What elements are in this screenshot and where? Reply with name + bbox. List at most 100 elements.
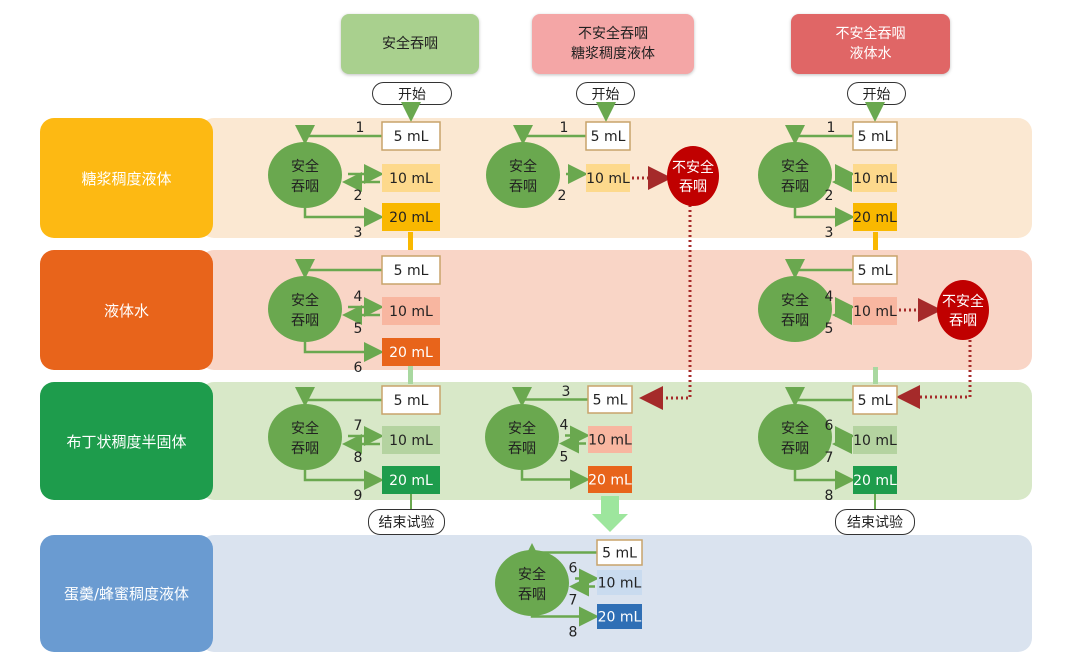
next-arrow xyxy=(530,606,599,627)
safe-circle-text: 吞咽 xyxy=(508,441,536,457)
safe-swallow-circle xyxy=(758,276,832,342)
end-pill: 结束试验 xyxy=(835,509,915,535)
safe-circle-text: 吞咽 xyxy=(781,179,809,195)
safe-circle-text: 吞咽 xyxy=(781,441,809,457)
volume-label: 20 mL xyxy=(853,210,897,226)
volume-box xyxy=(853,297,897,325)
unsafe-circle-text: 吞咽 xyxy=(949,313,977,329)
volume-box xyxy=(597,604,642,629)
safe-circle-text: 安全 xyxy=(781,158,809,175)
row-label: 糖浆稠度液体 xyxy=(40,118,213,238)
step-number: 1 xyxy=(560,120,569,136)
volume-box xyxy=(852,385,898,415)
volume-box xyxy=(587,385,633,414)
step-number: 2 xyxy=(558,188,567,204)
next-arrow xyxy=(303,342,384,362)
volume-label: 5 mL xyxy=(591,129,626,145)
volume-label: 10 mL xyxy=(598,576,642,592)
step-number: 3 xyxy=(354,225,363,241)
volume-box xyxy=(381,385,441,415)
volume-box xyxy=(853,164,897,192)
volume-box xyxy=(381,121,441,151)
safe-circle-text: 安全 xyxy=(291,292,319,309)
end-pill: 结束试验 xyxy=(368,509,445,535)
volume-label: 10 mL xyxy=(853,171,897,187)
volume-label: 20 mL xyxy=(853,473,897,489)
volume-box xyxy=(853,466,897,494)
safe-swallow-circle xyxy=(268,276,342,342)
return-arrow xyxy=(785,259,853,279)
volume-label: 10 mL xyxy=(853,433,897,449)
step-number: 6 xyxy=(354,360,363,376)
safe-circle-text: 吞咽 xyxy=(509,179,537,195)
step-number: 8 xyxy=(569,625,578,641)
safe-swallow-circle xyxy=(268,404,342,470)
row-label: 液体水 xyxy=(40,250,213,370)
header-text: 液体水 xyxy=(849,46,892,62)
safe-circle-text: 吞咽 xyxy=(291,313,319,329)
volume-label: 10 mL xyxy=(853,304,897,320)
volume-box xyxy=(853,426,897,454)
unsafe-circle-text: 不安全 xyxy=(672,159,714,176)
return-arrow xyxy=(513,125,586,145)
step-number: 2 xyxy=(825,188,834,204)
return-arrow xyxy=(785,387,853,407)
row-label: 布丁状稠度半固体 xyxy=(40,382,213,500)
volume-label: 5 mL xyxy=(394,393,429,409)
safe-circle-text: 安全 xyxy=(291,420,319,437)
unsafe-swallow-circle xyxy=(667,146,719,206)
step-number: 5 xyxy=(354,321,363,337)
volume-box xyxy=(853,203,897,231)
return-arrow xyxy=(295,387,382,407)
safe-swallow-circle xyxy=(486,142,560,208)
volume-box xyxy=(382,203,440,231)
safe-circle-text: 安全 xyxy=(509,158,537,175)
safe-circle-text: 安全 xyxy=(291,158,319,175)
step-number: 7 xyxy=(825,450,834,466)
safe-swallow-circle xyxy=(485,404,559,470)
header-text: 安全吞咽 xyxy=(382,36,438,52)
connector xyxy=(873,232,878,250)
volume-label: 10 mL xyxy=(588,433,632,449)
step-number: 7 xyxy=(569,593,578,609)
volume-box xyxy=(586,164,630,192)
unsafe-dotted-path xyxy=(896,335,972,409)
safe-swallow-circle xyxy=(758,404,832,470)
unsafe-circle-text: 吞咽 xyxy=(679,179,707,195)
volume-label: 10 mL xyxy=(389,304,433,320)
step-number: 7 xyxy=(354,418,363,434)
volume-label: 5 mL xyxy=(602,546,637,562)
volume-box xyxy=(585,121,631,151)
volume-box xyxy=(382,466,440,494)
volume-label: 5 mL xyxy=(394,129,429,145)
header-unsafe-water: 不安全吞咽液体水 xyxy=(791,14,950,74)
step-number: 2 xyxy=(354,188,363,204)
volume-label: 20 mL xyxy=(598,610,642,626)
volume-label: 20 mL xyxy=(588,473,632,489)
step-number: 8 xyxy=(354,450,363,466)
connector xyxy=(408,366,413,384)
safe-circle-text: 安全 xyxy=(781,420,809,437)
row-label: 蛋羹/蜂蜜稠度液体 xyxy=(40,535,213,652)
safe-circle-text: 安全 xyxy=(518,566,546,583)
volume-label: 10 mL xyxy=(389,171,433,187)
safe-circle-text: 吞咽 xyxy=(291,441,319,457)
volume-label: 20 mL xyxy=(389,210,433,226)
header-safe-swallow: 安全吞咽 xyxy=(341,14,479,74)
safe-circle-text: 安全 xyxy=(508,420,536,437)
volume-box xyxy=(382,164,440,192)
volume-box xyxy=(596,539,643,566)
volume-label: 20 mL xyxy=(389,473,433,489)
volume-label: 5 mL xyxy=(858,129,893,145)
next-arrow xyxy=(793,470,855,490)
next-arrow xyxy=(793,207,855,227)
header-text: 糖浆稠度液体 xyxy=(571,46,655,62)
header-unsafe-syrup: 不安全吞咽糖浆稠度液体 xyxy=(532,14,694,74)
volume-label: 20 mL xyxy=(389,345,433,361)
step-number: 9 xyxy=(354,488,363,504)
step-number: 8 xyxy=(825,488,834,504)
volume-box xyxy=(382,297,440,325)
unsafe-dotted-path xyxy=(639,205,692,410)
volume-label: 5 mL xyxy=(858,263,893,279)
return-arrow xyxy=(785,125,853,145)
